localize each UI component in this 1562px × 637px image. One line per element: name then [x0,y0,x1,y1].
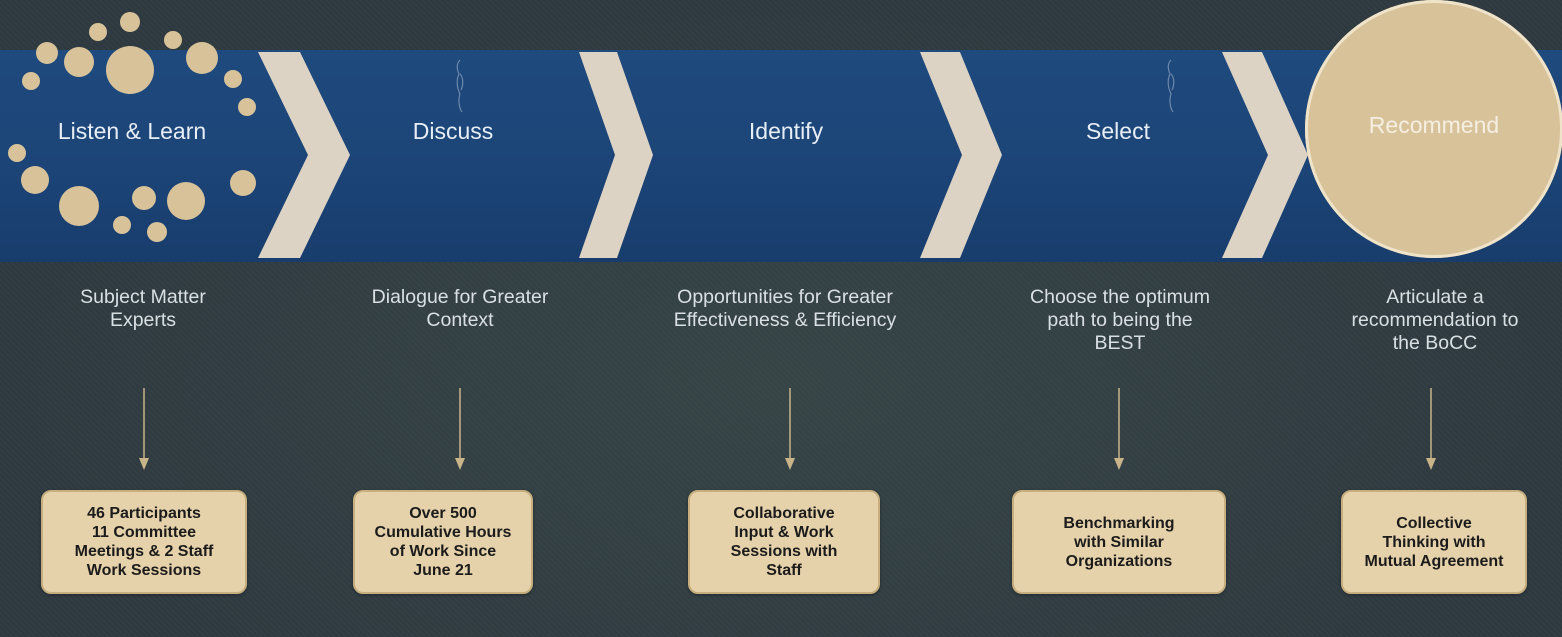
cluster-dot [59,186,99,226]
cluster-dot [238,98,256,116]
outcome-line: Meetings & 2 Staff [74,543,214,560]
outcome-line: Collaborative [733,505,835,522]
caption-line: recommendation to [1351,309,1519,331]
outcome-box-listen-learn: 46 Participants 11 Committee Meetings & … [41,490,247,594]
caption-line: Effectiveness & Efficiency [673,309,897,331]
cluster-dot [167,182,205,220]
chevron-right-icon [1222,52,1308,258]
caption-line: Context [426,309,494,331]
chevron-right-icon [920,52,1002,258]
caption-line: BEST [1094,332,1146,354]
cluster-dot [120,12,140,32]
caption-select: Choose the optimum path to being the BES… [1002,286,1238,355]
outcome-box-recommend: Collective Thinking with Mutual Agreemen… [1341,490,1527,594]
outcome-line: June 21 [413,562,473,579]
caption-listen-learn: Subject Matter Experts [40,286,246,332]
cluster-dot [147,222,167,242]
arrow-down-icon [1426,388,1436,470]
outcome-line: Benchmarking [1063,514,1175,532]
cluster-dot [8,144,26,162]
stage-label-recommend: Recommend [1368,112,1500,138]
outcome-line: Staff [766,562,802,579]
caption-line: Choose the optimum [1030,286,1210,308]
caption-line: Experts [109,309,177,331]
outcome-box-discuss: Over 500 Cumulative Hours of Work Since … [353,490,533,594]
outcome-line: of Work Since [389,543,497,560]
caption-recommend: Articulate a recommendation to the BoCC [1325,286,1545,355]
cluster-dot [89,23,107,41]
outcome-line: Sessions with [730,543,838,560]
outcome-box-identify: Collaborative Input & Work Sessions with… [688,490,880,594]
recommend-circle [1305,0,1562,258]
cluster-dot [186,42,218,74]
cluster-dot [132,186,156,210]
caption-discuss: Dialogue for Greater Context [340,286,580,332]
outcome-text: Benchmarking with Similar Organizations [1063,514,1174,571]
outcome-line: 46 Participants [87,505,201,522]
cluster-dot [224,70,242,88]
cluster-dot [106,46,154,94]
caption-line: Dialogue for Greater [371,286,549,308]
stage-label-identify: Identify [748,118,824,144]
outcome-text: Collective Thinking with Mutual Agreemen… [1365,514,1504,571]
caption-line: the BoCC [1392,332,1478,354]
cluster-dot [22,72,40,90]
stage-label-discuss: Discuss [412,118,494,144]
outcome-text: Over 500 Cumulative Hours of Work Since … [375,504,512,580]
arrow-down-icon [455,388,465,470]
outcome-line: Collective [1396,514,1472,532]
caption-line: path to being the [1047,309,1193,331]
caption-identify: Opportunities for Greater Effectiveness … [645,286,925,332]
outcome-line: Input & Work [734,524,834,541]
outcome-text: 46 Participants 11 Committee Meetings & … [75,504,214,580]
caption-line: Opportunities for Greater [677,286,893,308]
arrow-down-icon [139,388,149,470]
arrow-down-icon [785,388,795,470]
stage-label-listen-learn: Listen & Learn [57,118,207,144]
figure-silhouette [1167,59,1175,113]
outcome-line: Cumulative Hours [374,524,512,541]
cluster-dot [64,47,94,77]
outcome-box-select: Benchmarking with Similar Organizations [1012,490,1226,594]
outcome-line: Work Sessions [86,562,202,579]
outcome-line: 11 Committee [91,524,197,541]
outcome-line: Organizations [1065,552,1173,570]
outcome-line: Over 500 [409,505,477,522]
cluster-dot [113,216,131,234]
outcome-line: Thinking with [1382,533,1486,551]
cluster-dot [21,166,49,194]
arrow-down-icon [1114,388,1124,470]
caption-line: Subject Matter [80,286,206,308]
cluster-dot [164,31,182,49]
chevron-right-icon [579,52,653,258]
cluster-dot [230,170,256,196]
outcome-line: Mutual Agreement [1364,552,1504,570]
caption-line: Articulate a [1386,286,1484,308]
outcome-line: with Similar [1074,533,1164,551]
stage-label-select: Select [1086,118,1150,144]
figure-silhouette [456,59,464,113]
cluster-dot [36,42,58,64]
outcome-text: Collaborative Input & Work Sessions with… [731,504,838,580]
chevron-right-icon [258,52,350,258]
